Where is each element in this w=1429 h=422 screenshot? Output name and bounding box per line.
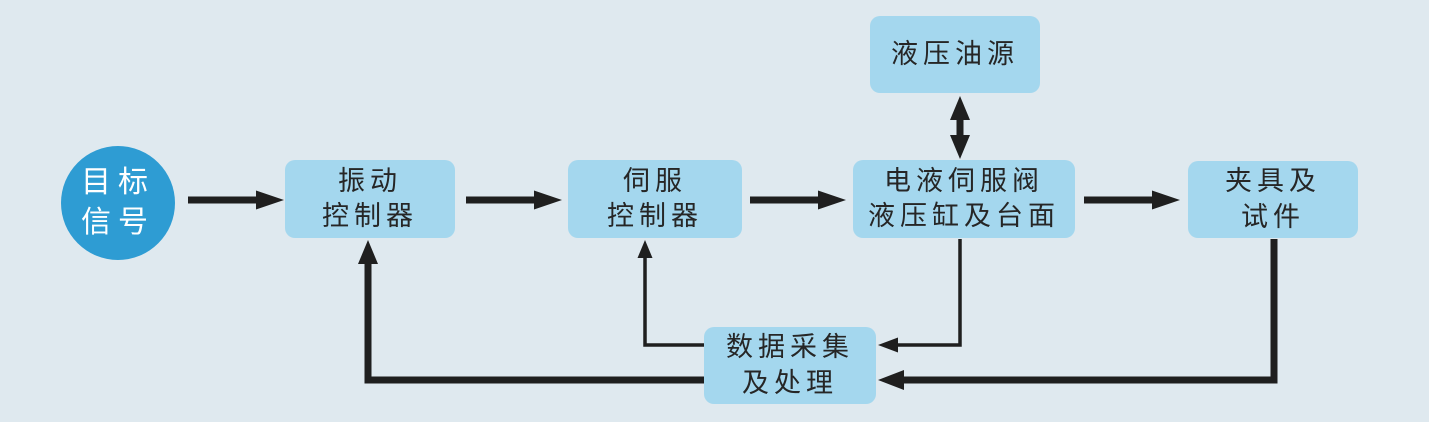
node-servo-controller: 伺服 控制器	[568, 160, 742, 238]
node-fixture-and-specimen: 夹具及 试件	[1188, 161, 1358, 238]
node-label: 控制器	[322, 201, 418, 231]
arrow-vibration-to-servo	[466, 190, 562, 210]
node-label: 信号	[81, 206, 155, 239]
node-servo-valve-cylinder-table: 电液伺服阀 液压缸及台面	[853, 160, 1075, 238]
node-label: 控制器	[607, 201, 703, 231]
node-label: 振动	[338, 165, 402, 196]
node-label: 电液伺服阀	[884, 165, 1044, 196]
node-label: 液压油源	[891, 38, 1019, 69]
node-hydraulic-oil-source: 液压油源	[870, 16, 1040, 93]
node-data-acquisition-processing: 数据采集 及处理	[704, 327, 876, 404]
arrow-oil-valve-bidirectional	[950, 96, 970, 159]
arrow-servo-to-valve	[750, 190, 846, 210]
node-label: 数据采集	[726, 332, 854, 363]
node-label: 夹具及	[1225, 166, 1321, 197]
node-label: 液压缸及台面	[868, 201, 1060, 231]
node-label: 伺服	[623, 165, 687, 196]
node-target-signal: 目标 信号	[61, 146, 175, 260]
arrow-target-to-vibration	[188, 190, 284, 210]
arrow-valve-to-data	[878, 239, 962, 353]
node-label: 及处理	[742, 367, 838, 398]
arrow-valve-to-fixture	[1084, 190, 1180, 210]
arrow-data-to-servo	[637, 240, 704, 347]
node-vibration-controller: 振动 控制器	[285, 160, 455, 238]
node-label: 目标	[81, 165, 155, 199]
arrow-fixture-to-data	[878, 239, 1278, 390]
arrow-data-to-vibration	[358, 240, 704, 384]
node-label: 试件	[1241, 201, 1305, 232]
